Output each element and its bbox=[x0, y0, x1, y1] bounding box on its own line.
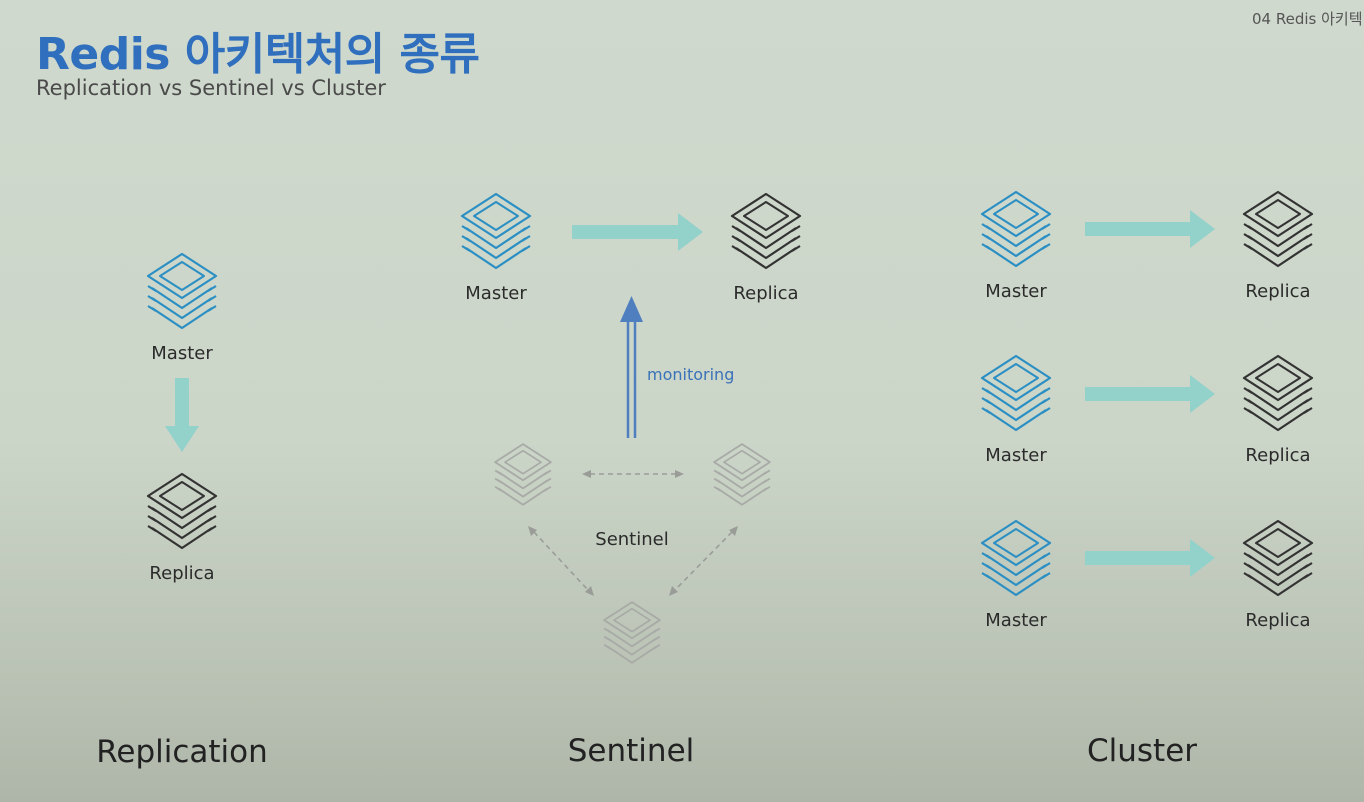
cluster-master-3-icon bbox=[980, 519, 1052, 597]
cluster-arrow-2 bbox=[1085, 375, 1215, 413]
cluster-master-2-label: Master bbox=[985, 445, 1047, 466]
page-title: Redis 아키텍처의 종류 bbox=[36, 29, 480, 80]
replication-replica-label: Replica bbox=[149, 563, 215, 584]
replication-master-icon bbox=[146, 252, 218, 330]
sentinel-node-right-icon bbox=[713, 443, 771, 506]
cluster-section-label: Cluster bbox=[1086, 733, 1198, 769]
sentinel-replica-label: Replica bbox=[733, 283, 799, 304]
replication-replica-icon bbox=[146, 472, 218, 550]
replication-section-label: Replication bbox=[96, 734, 268, 770]
cluster-master-3-label: Master bbox=[985, 610, 1047, 631]
cluster-replica-2-icon bbox=[1242, 354, 1314, 432]
sentinel-master-label: Master bbox=[465, 283, 527, 304]
replication-arrow bbox=[165, 378, 199, 452]
sentinel-section-label: Sentinel bbox=[567, 733, 695, 769]
sentinel-replica-icon bbox=[730, 192, 802, 270]
monitoring-label: monitoring bbox=[647, 365, 735, 384]
sentinel-master-icon bbox=[460, 192, 532, 270]
sentinel-replication-arrow bbox=[572, 213, 703, 251]
cluster-replica-1-label: Replica bbox=[1245, 281, 1311, 302]
cluster-master-2-icon bbox=[980, 354, 1052, 432]
page-reference: 04 Redis 아키텍 bbox=[1252, 10, 1363, 28]
sentinel-node-bottom-icon bbox=[603, 601, 661, 664]
replication-master-label: Master bbox=[151, 343, 213, 364]
cluster-arrow-3 bbox=[1085, 539, 1215, 577]
sentinel-group-label: Sentinel bbox=[595, 529, 669, 550]
cluster-replica-3-label: Replica bbox=[1245, 610, 1311, 631]
cluster-master-1-icon bbox=[980, 190, 1052, 268]
sentinel-dashed-links bbox=[528, 470, 738, 596]
cluster-replica-1-icon bbox=[1242, 190, 1314, 268]
cluster-replica-2-label: Replica bbox=[1245, 445, 1311, 466]
sentinel-node-left-icon bbox=[494, 443, 552, 506]
monitoring-arrow bbox=[620, 296, 643, 438]
cluster-master-1-label: Master bbox=[985, 281, 1047, 302]
page-subtitle: Replication vs Sentinel vs Cluster bbox=[36, 76, 386, 100]
cluster-arrow-1 bbox=[1085, 210, 1215, 248]
cluster-replica-3-icon bbox=[1242, 519, 1314, 597]
